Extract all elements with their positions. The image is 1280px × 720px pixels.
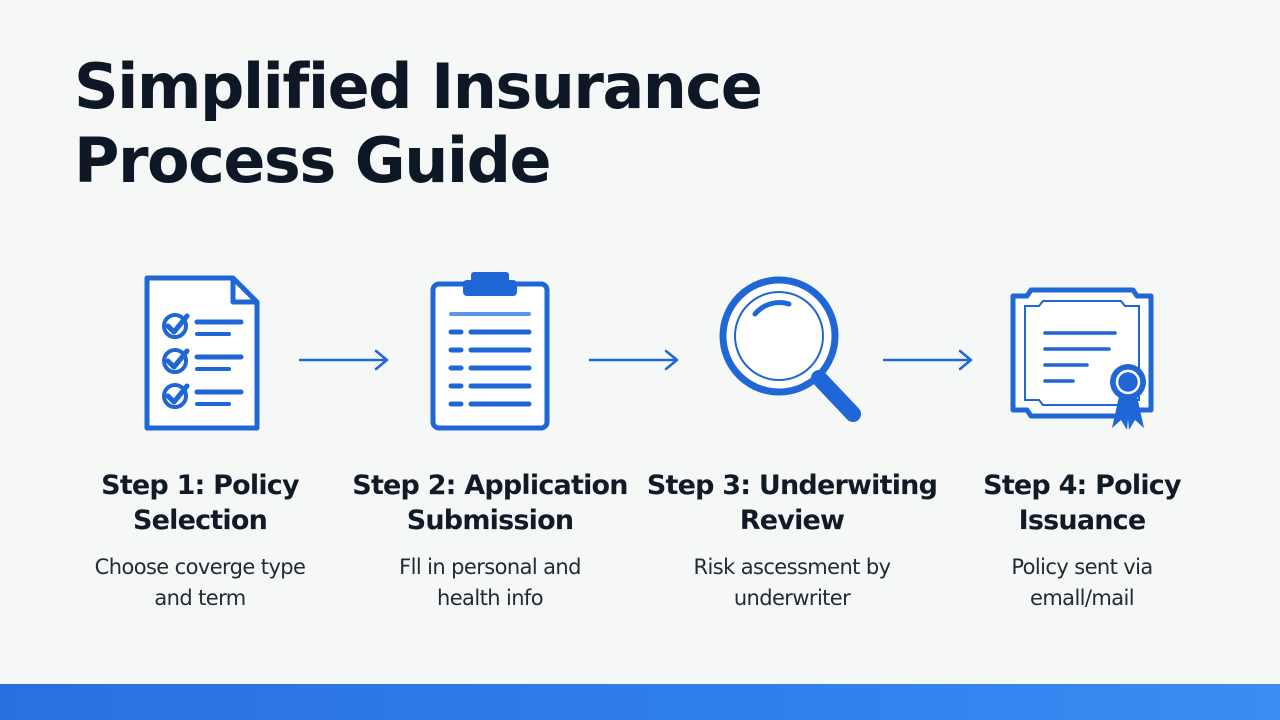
step-2-title-line-1: Step 2: Application — [352, 470, 628, 501]
step-4-desc-line-1: Policy sent via — [1011, 555, 1153, 579]
arrow-right-icon — [298, 349, 389, 371]
step-2-desc-line-1: Fll in personal and — [399, 555, 581, 579]
bottom-accent-bar — [0, 684, 1280, 720]
step-2-desc-line-2: health info — [437, 586, 544, 610]
step-4-desc-line-2: emall/mail — [1030, 586, 1135, 610]
step-3-title-line-2: Review — [739, 505, 845, 536]
checklist-document-icon — [115, 270, 285, 440]
arrow-right-icon — [588, 349, 679, 371]
step-3-desc-line-2: underwriter — [733, 586, 851, 610]
step-3-description: Risk ascessment by underwriter — [642, 552, 942, 614]
step-4-title-line-2: Issuance — [1018, 505, 1147, 536]
step-3-desc-line-1: Risk ascessment by — [693, 555, 892, 579]
certificate-icon — [997, 270, 1167, 440]
step-4-description: Policy sent via emall/mail — [932, 552, 1232, 614]
step-1-title-line-2: Selection — [132, 505, 268, 536]
magnifying-glass-icon — [707, 270, 877, 440]
step-1-desc-line-1: Choose coverge type — [94, 555, 306, 579]
step-2-title-line-2: Submission — [406, 505, 574, 536]
title-line-1: Simplified Insurance — [74, 50, 763, 123]
step-3-title-line-1: Step 3: Underwiting — [646, 470, 938, 501]
step-3-title: Step 3: Underwiting Review — [642, 468, 942, 538]
clipboard-icon — [405, 270, 575, 440]
step-1-description: Choose coverge type and term — [50, 552, 350, 614]
title-line-2: Process Guide — [74, 124, 552, 197]
step-4-title: Step 4: Policy Issuance — [932, 468, 1232, 538]
step-4-title-line-1: Step 4: Policy — [983, 470, 1181, 501]
step-2-description: Fll in personal and health info — [340, 552, 640, 614]
step-1-title: Step 1: Policy Selection — [50, 468, 350, 538]
arrow-right-icon — [882, 349, 973, 371]
step-1-desc-line-2: and term — [154, 586, 246, 610]
step-2-title: Step 2: Application Submission — [340, 468, 640, 538]
page-title: Simplified Insurance Process Guide — [74, 50, 974, 198]
step-1-title-line-1: Step 1: Policy — [101, 470, 299, 501]
